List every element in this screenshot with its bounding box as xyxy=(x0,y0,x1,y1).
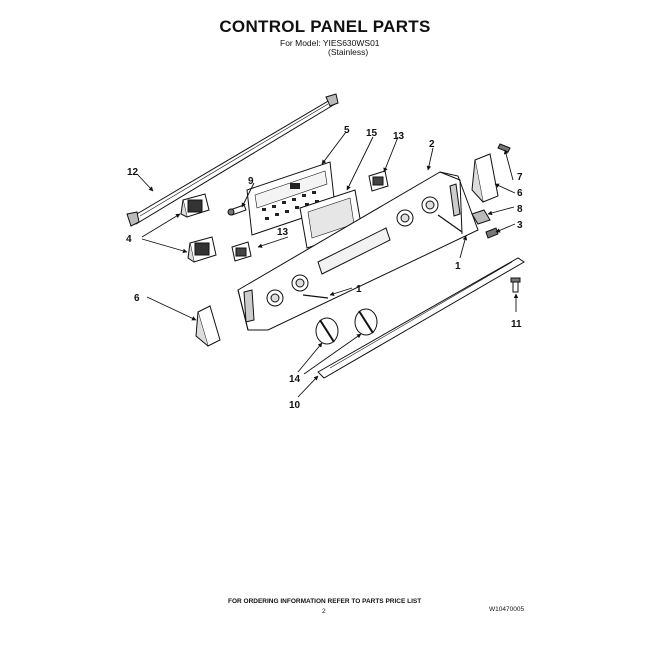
callout-6-right: 6 xyxy=(517,188,523,199)
screw-part-11 xyxy=(510,277,521,293)
callout-14: 14 xyxy=(289,374,301,385)
screw-part-7 xyxy=(497,143,511,153)
callout-1-center: 1 xyxy=(356,284,362,295)
bracket-part-8 xyxy=(471,209,491,225)
callout-3: 3 xyxy=(517,220,523,231)
ordering-note: FOR ORDERING INFORMATION REFER TO PARTS … xyxy=(228,598,422,605)
callout-8: 8 xyxy=(517,204,523,215)
document-number: W10470005 xyxy=(489,606,525,613)
trim-strip-part xyxy=(126,93,339,227)
callout-9: 9 xyxy=(248,176,254,187)
end-cap-right xyxy=(471,153,499,203)
knob-part-right xyxy=(354,308,378,336)
callout-6-left: 6 xyxy=(134,293,140,304)
callout-15: 15 xyxy=(366,128,378,139)
callout-7: 7 xyxy=(517,172,523,183)
callout-11: 11 xyxy=(511,319,522,330)
control-board-part xyxy=(246,161,336,236)
page-title: CONTROL PANEL PARTS xyxy=(219,17,431,36)
lower-trim-part xyxy=(317,257,525,379)
callout-12: 12 xyxy=(127,167,139,178)
callout-labels: 12 4 9 5 15 13 2 13 6 7 6 8 3 1 1 14 10 … xyxy=(126,125,523,411)
callout-13-upper: 13 xyxy=(393,131,405,142)
callout-2: 2 xyxy=(429,139,435,150)
terminal-block-left xyxy=(231,241,252,262)
page-number: 2 xyxy=(322,608,326,615)
screw-part-3 xyxy=(485,227,499,239)
finish-line: (Stainless) xyxy=(328,47,369,57)
leader-lines xyxy=(136,131,519,398)
callout-1-right: 1 xyxy=(455,261,461,272)
callout-13-lower: 13 xyxy=(277,227,289,238)
callout-10: 10 xyxy=(289,400,301,411)
end-cap-left xyxy=(195,305,221,347)
knob-part-left xyxy=(315,317,339,345)
terminal-block-right xyxy=(368,170,389,192)
main-control-panel xyxy=(237,171,479,331)
callout-5: 5 xyxy=(344,125,350,136)
screw-part-9 xyxy=(227,204,247,216)
model-line: For Model: YIES630WS01 xyxy=(280,38,380,48)
switch-part-upper xyxy=(180,193,210,218)
knob-shaft-part xyxy=(302,214,463,299)
callout-4: 4 xyxy=(126,234,132,245)
switch-part-lower xyxy=(187,236,217,263)
